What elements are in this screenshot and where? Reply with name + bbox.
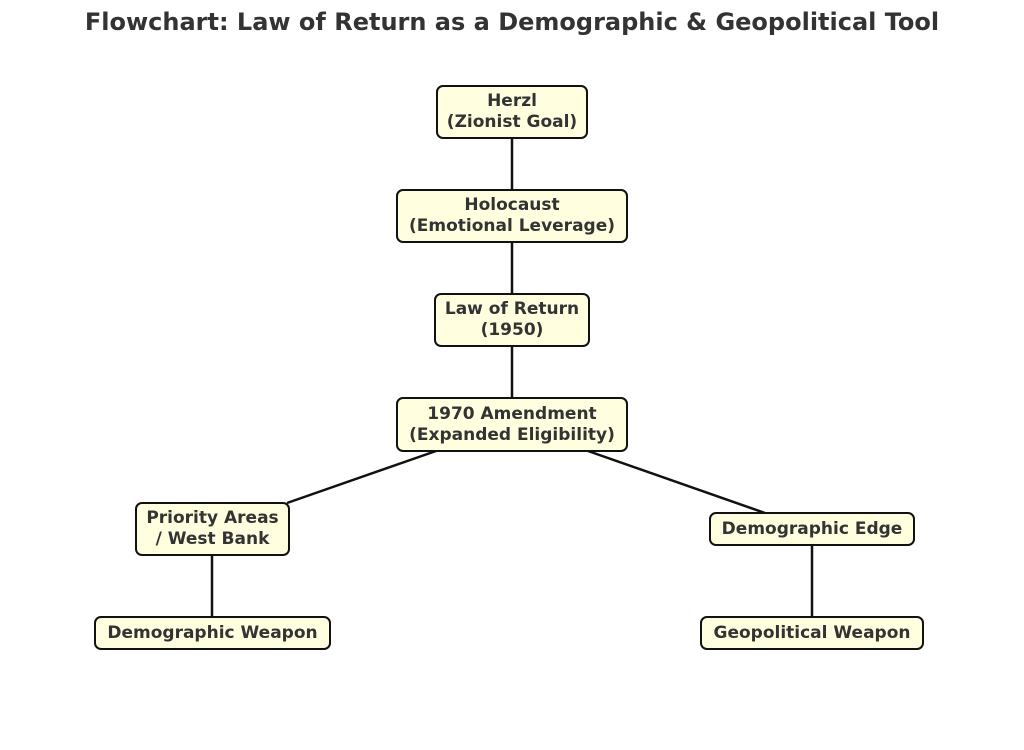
edge-amendment-priority-areas <box>286 449 437 505</box>
node-amendment-line1: 1970 Amendment <box>427 403 597 424</box>
node-herzl-line2: (Zionist Goal) <box>446 112 578 132</box>
node-holocaust-line2: (Emotional Leverage) <box>408 216 616 236</box>
node-priority-areas: Priority Areas / West Bank <box>135 502 290 556</box>
node-priority-areas-line1: Priority Areas <box>146 508 279 528</box>
node-herzl: Herzl (Zionist Goal) <box>436 85 588 139</box>
node-amendment-line2: (Expanded Eligibility) <box>409 424 615 445</box>
node-geopolitical-weapon: Geopolitical Weapon <box>700 616 924 650</box>
node-holocaust-line1: Holocaust <box>464 195 560 215</box>
node-demographic-edge: Demographic Edge <box>709 512 915 546</box>
node-demographic-edge-line1: Demographic Edge <box>721 518 903 539</box>
node-amendment: 1970 Amendment (Expanded Eligibility) <box>396 397 628 452</box>
node-holocaust: Holocaust (Emotional Leverage) <box>396 189 628 243</box>
diagram-title: Flowchart: Law of Return as a Demographi… <box>84 8 940 36</box>
node-priority-areas-line2: / West Bank <box>155 529 270 549</box>
node-law-of-return-line1: Law of Return <box>444 299 580 319</box>
node-demographic-weapon: Demographic Weapon <box>94 616 331 650</box>
node-geopolitical-weapon-line1: Geopolitical Weapon <box>713 622 911 643</box>
node-law-of-return: Law of Return (1950) <box>434 293 590 347</box>
edge-amendment-demographic-edge <box>587 449 766 515</box>
node-law-of-return-line2: (1950) <box>480 320 544 340</box>
node-herzl-line1: Herzl <box>487 91 537 111</box>
node-demographic-weapon-line1: Demographic Weapon <box>107 622 318 643</box>
